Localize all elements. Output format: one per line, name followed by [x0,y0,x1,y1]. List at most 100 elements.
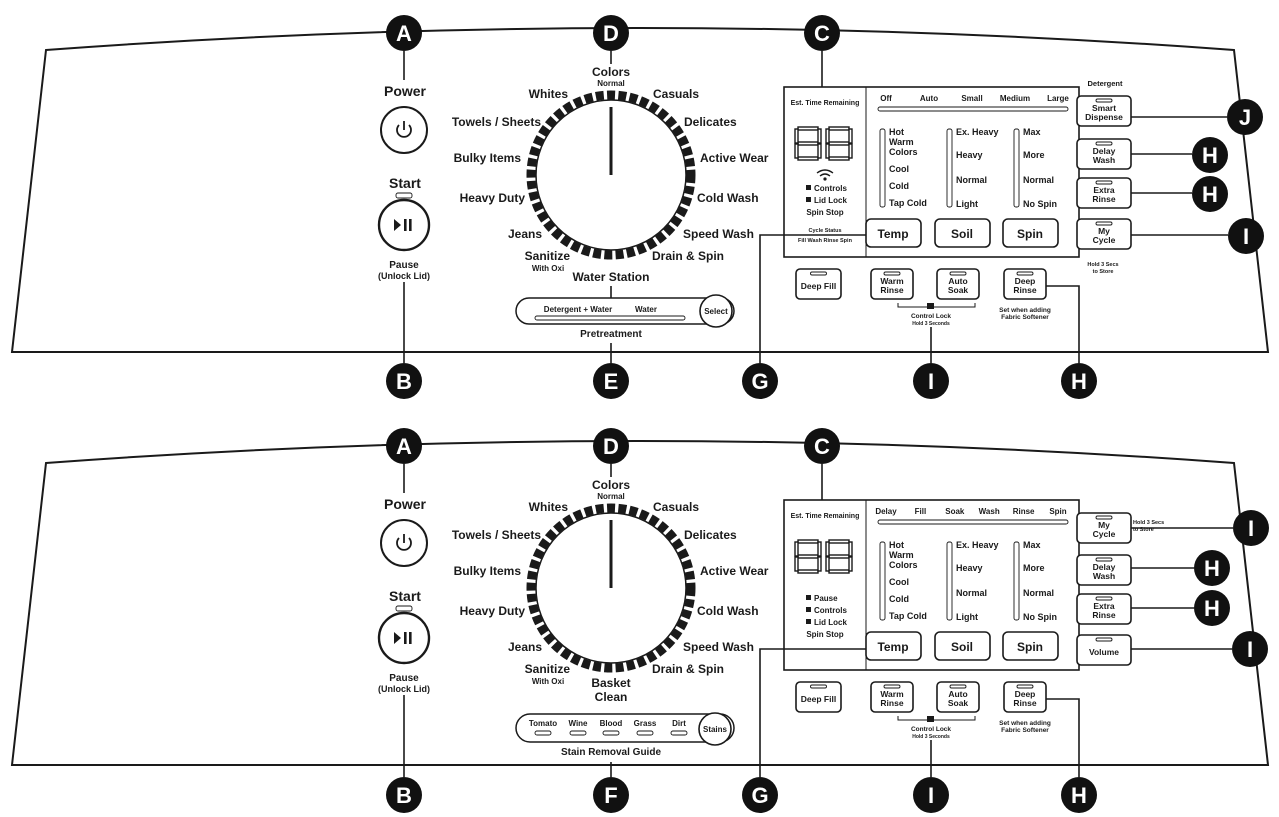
soil-button-label: Soil [951,640,973,654]
side-button[interactable] [1076,218,1132,250]
top-status-label: Medium [1000,94,1030,103]
callout-marker [1061,777,1097,813]
spin-button[interactable] [1002,631,1059,661]
soil-button[interactable] [934,218,991,248]
softener-note: Set when adding [999,307,1051,314]
temp-option: Cool [889,164,909,174]
station-detergent-water-label: Detergent + Water [544,305,612,314]
top-status-bar [877,519,1069,525]
seven-segment [828,539,850,544]
softener-note: Fabric Softener [1001,727,1049,734]
dial-sublabel-with-oxi: With Oxi [532,677,564,686]
soil-button[interactable] [934,631,991,661]
bottom-button-label: Deep Fill [801,694,836,704]
side-button[interactable] [1076,95,1132,127]
callout-marker [1194,590,1230,626]
side-button-label: Wash [1093,571,1115,581]
bottom-button[interactable] [795,681,842,713]
seven-segment [825,143,830,159]
power-button[interactable] [380,106,428,154]
callout-marker [1227,99,1263,135]
temp-option: Cold [889,181,909,191]
callout-marker [1192,176,1228,212]
temp-button[interactable] [865,631,922,661]
temp-option: Colors [889,147,918,157]
pretreatment-label: Pretreatment [580,329,642,340]
callout-marker [593,428,629,464]
seven-segment [797,141,819,146]
dial-label-colors: Colors [592,65,630,79]
spin-option: Max [1023,540,1041,550]
pause-icon-bar [404,219,407,231]
stain-led [534,730,552,736]
callout-letter: E [604,369,619,394]
power-label: Power [384,496,427,512]
select-button[interactable] [699,294,733,328]
seven-segment [797,156,819,161]
control-lock-bracket [897,303,976,308]
bottom-button-led [883,271,901,276]
bottom-button[interactable] [870,268,914,300]
soil-option: Ex. Heavy [956,540,999,550]
stains-button[interactable] [698,712,732,746]
power-button[interactable] [380,519,428,567]
dial-label-right: Speed Wash [683,227,754,241]
dial-led-ring [526,503,696,673]
callout-letter: A [396,434,412,459]
bottom-button[interactable] [1003,268,1047,300]
temp-button[interactable] [865,218,922,248]
bottom-button[interactable] [936,681,980,713]
side-button-label: Rinse [1092,194,1115,204]
side-button-label: My [1098,226,1110,236]
side-button-led [1095,637,1113,642]
bottom-button-led [883,684,901,689]
callout-letter: B [396,369,412,394]
bottom-button[interactable] [795,268,842,300]
dial-led-ring [526,90,696,260]
temp-option: Hot [889,540,904,550]
side-button[interactable] [1076,554,1132,586]
callout-marker [1233,510,1269,546]
side-button-label: Wash [1093,155,1115,165]
start-pause-button[interactable] [377,611,431,665]
temp-option: Tap Cold [889,611,927,621]
spin-button[interactable] [1002,218,1059,248]
spin-stop-indicator: Spin Stop [806,630,843,639]
dial-label-right: Casuals [653,87,699,101]
seven-segment [817,128,822,144]
dial-label-right: Speed Wash [683,640,754,654]
soil-option: Heavy [956,150,983,160]
side-button-led [1095,180,1113,185]
side-button-led [1095,557,1113,562]
side-button[interactable] [1076,634,1132,666]
bottom-button[interactable] [936,268,980,300]
seven-segment [825,556,830,572]
bottom-button[interactable] [870,681,914,713]
dial-sublabel-with-oxi: With Oxi [532,264,564,273]
top-status-label: Rinse [1013,507,1035,516]
bottom-button-label: Deep Fill [801,281,836,291]
side-button-label: Delay [1093,146,1116,156]
dial-label-right: Active Wear [700,151,769,165]
seven-segment [794,128,799,144]
dial-label-left: Heavy Duty [460,191,526,205]
dial-label-left: Bulky Items [454,564,522,578]
cycle-status-label: Cycle Status [808,228,841,234]
callout-marker [742,363,778,399]
top-status-label: Off [880,94,892,103]
seven-segment [828,569,850,574]
dial-label-left: Whites [529,500,569,514]
callout-marker [386,428,422,464]
status-indicator: Lid Lock [814,618,847,627]
side-button[interactable] [1076,593,1132,625]
bottom-button-label: Auto [948,689,967,699]
dial-label-right: Drain & Spin [652,662,724,676]
bottom-button[interactable] [1003,681,1047,713]
start-pause-button[interactable] [377,198,431,252]
callout-marker [386,777,422,813]
control-lock-label: Control Lock [911,313,951,320]
side-button-label: Rinse [1092,610,1115,620]
seven-segment [797,569,819,574]
